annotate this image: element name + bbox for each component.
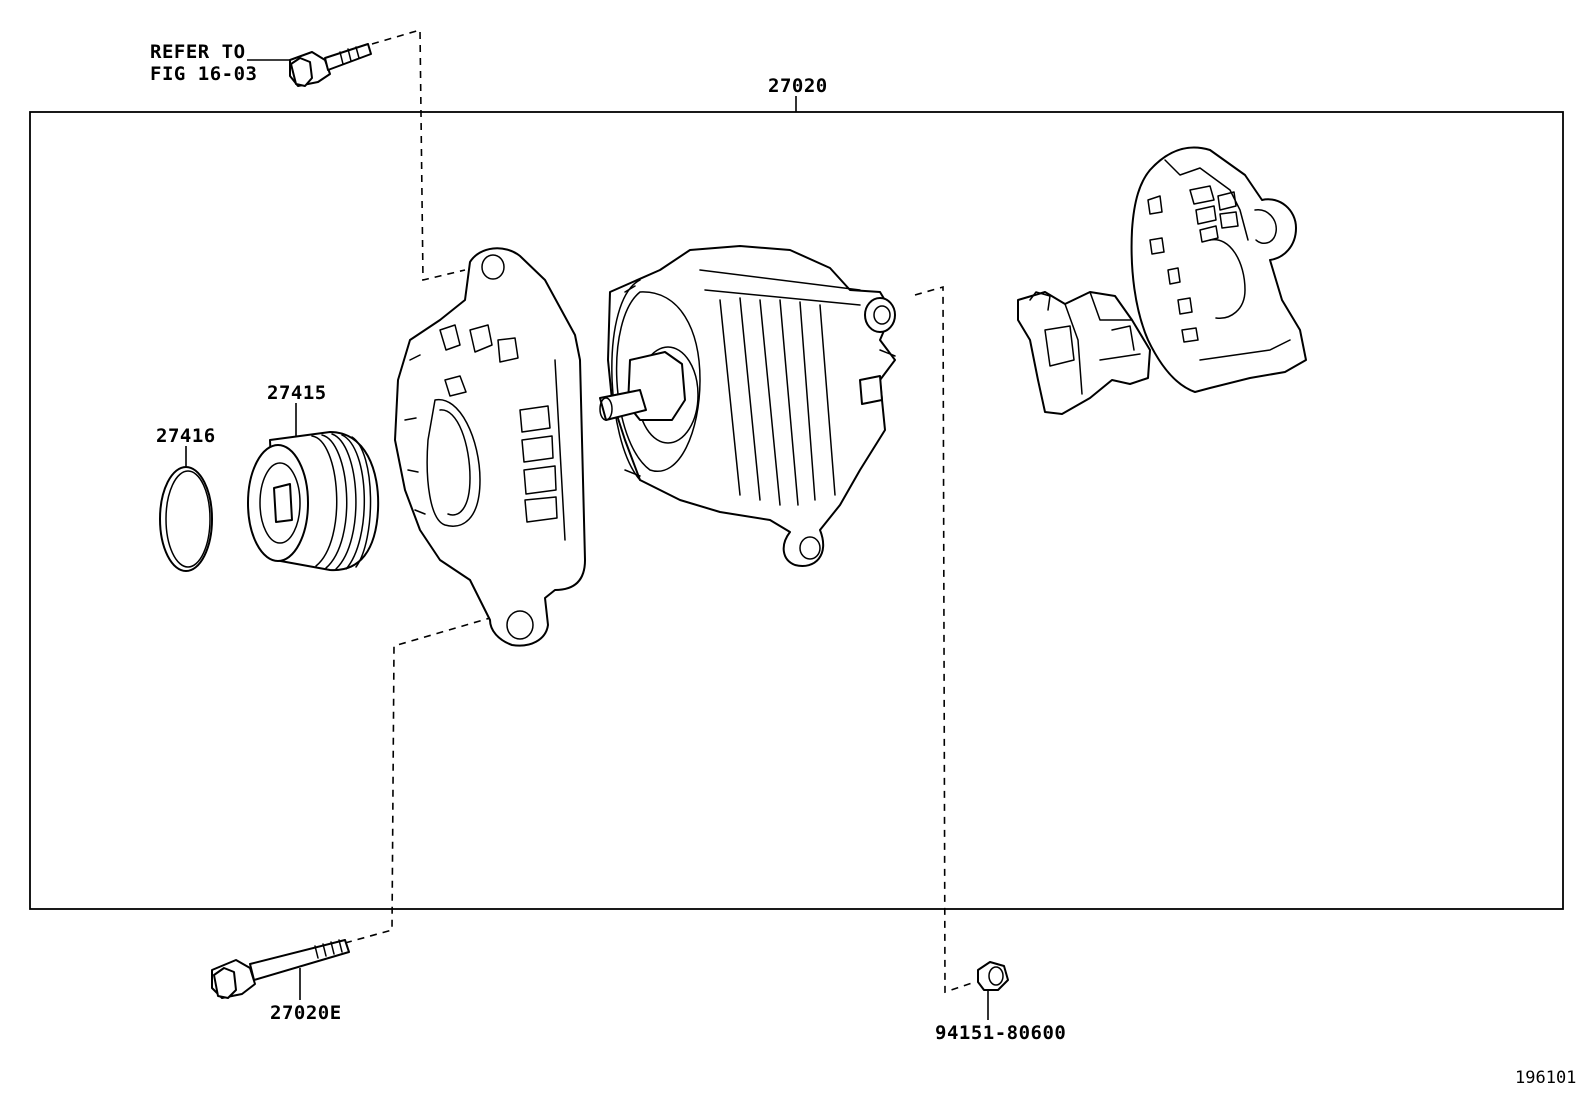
drive-end-frame-icon [394,247,586,647]
dash-top-bolt [371,28,466,282]
cap-label: 27416 [156,425,216,447]
regulator-icon [1017,291,1151,415]
through-bolt-label: 27020E [270,1002,342,1024]
dash-nut [914,285,976,994]
cap-icon [159,466,213,572]
through-bolt-icon [211,939,350,999]
dash-through-bolt [344,617,491,944]
nut-label: 94151-80600 [935,1022,1066,1044]
refer-to-label: REFER TO [150,41,246,63]
figure-id-label: 196101 [1515,1068,1576,1088]
assembly-label: 27020 [768,75,828,97]
bolt-icon [289,43,372,87]
stator-housing-icon [599,245,896,567]
nut-icon [977,961,1009,991]
pulley-icon [247,431,380,572]
rear-cover-icon [1130,146,1307,393]
refer-fig-label: FIG 16-03 [150,63,257,85]
pulley-label: 27415 [267,382,327,404]
